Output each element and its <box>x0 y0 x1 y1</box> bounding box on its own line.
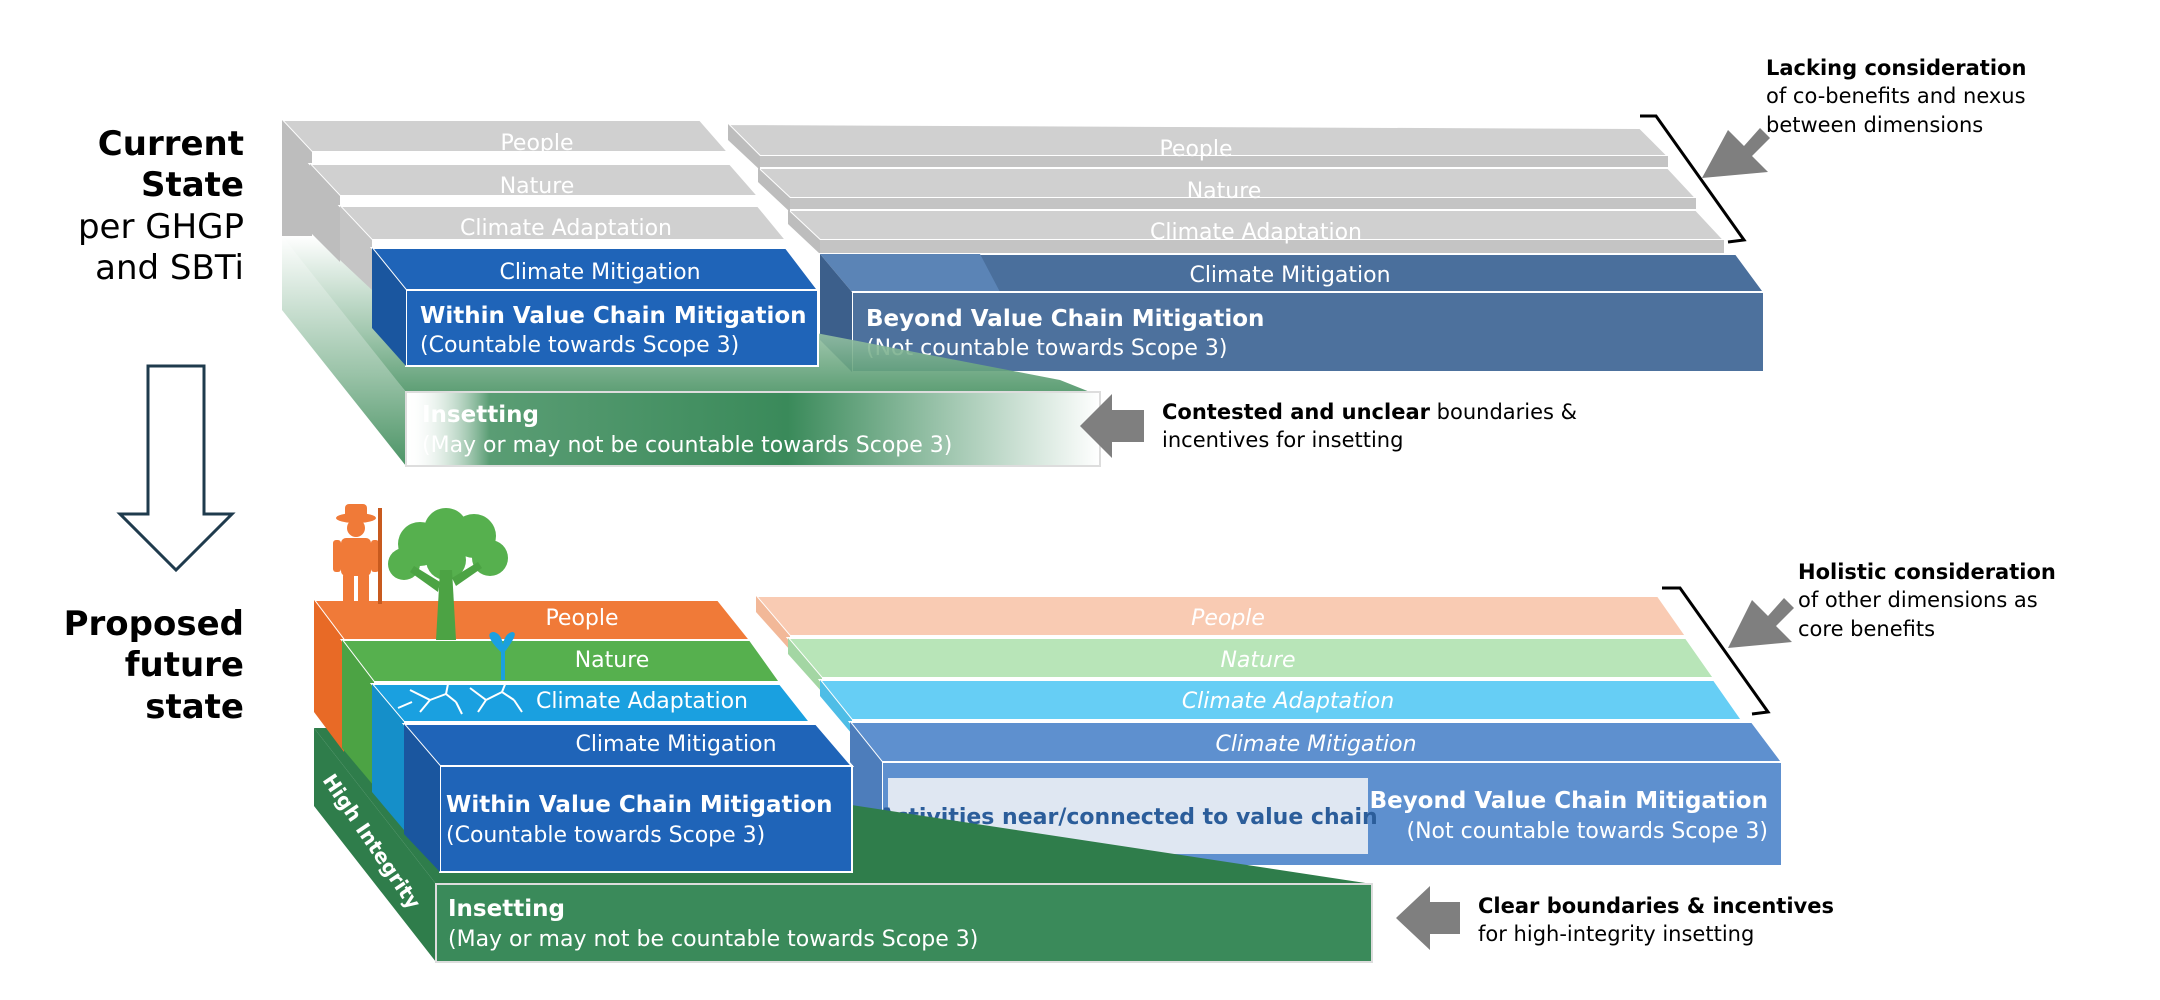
future-heading-line1: Proposed <box>63 604 244 644</box>
current-top-note-line2: of co-benefits and nexus <box>1766 84 2026 109</box>
future-insetting-note-line2: for high-integrity insetting <box>1478 922 1755 947</box>
future-left-adaptation-label: Climate Adaptation <box>536 689 748 714</box>
current-left-people-label: People <box>500 131 573 156</box>
current-bracket <box>1640 114 1747 244</box>
current-heading-line1: Current <box>97 124 244 164</box>
down-arrow-icon <box>116 364 236 573</box>
current-state-heading: Current State per GHGP and SBTi <box>40 124 244 290</box>
current-top-note-bold: Lacking consideration <box>1766 56 2027 80</box>
current-left-stack: Insetting (May or may not be countable t… <box>279 119 1101 467</box>
current-left-adaptation-label: Climate Adaptation <box>460 216 672 241</box>
current-right-mitigation-label: Climate Mitigation <box>1189 263 1390 288</box>
future-within-subtitle: (Countable towards Scope 3) <box>446 823 765 848</box>
current-heading-line3: per GHGP <box>77 206 244 247</box>
future-insetting-title: Insetting <box>448 896 565 922</box>
current-left-mitigation-label: Climate Mitigation <box>499 260 700 285</box>
current-right-adaptation-label: Climate Adaptation <box>1150 220 1362 245</box>
future-within-title: Within Value Chain Mitigation <box>446 792 833 818</box>
future-top-note-line2: of other dimensions as <box>1798 588 2038 613</box>
future-top-note-line3: core benefits <box>1798 616 1936 641</box>
future-state-heading: Proposed future state <box>40 604 244 728</box>
current-top-note: Lacking consideration of co-benefits and… <box>1766 54 2026 139</box>
tree-icon <box>388 508 508 640</box>
future-right-adaptation-label: Climate Adaptation <box>1182 689 1394 714</box>
current-right-stack: People Nature Climate Adaptation Climate… <box>725 122 1766 373</box>
current-beyond-title: Beyond Value Chain Mitigation <box>866 306 1264 332</box>
current-insetting-note-line2: incentives for insetting <box>1162 428 1404 453</box>
current-heading-line4: and SBTi <box>95 248 244 289</box>
current-right-nature-label: Nature <box>1187 179 1262 204</box>
pointer-arrow-icon <box>1080 394 1144 458</box>
current-within-title: Within Value Chain Mitigation <box>420 303 807 329</box>
future-top-note: Holistic consideration of other dimensio… <box>1798 558 2056 643</box>
future-left-mitigation-label: Climate Mitigation <box>575 732 776 757</box>
future-insetting-note-bold: Clear boundaries & incentives <box>1478 894 1834 918</box>
current-top-note-line3: between dimensions <box>1766 112 1984 137</box>
future-right-mitigation-label: Climate Mitigation <box>1215 732 1416 757</box>
current-right-people-label: People <box>1159 137 1232 162</box>
future-beyond-subtitle: (Not countable towards Scope 3) <box>1406 819 1768 844</box>
pointer-arrow-icon <box>1728 598 1794 648</box>
current-left-nature-label: Nature <box>500 174 575 199</box>
future-right-stack: Activities near/connected to value chain… <box>753 595 1784 867</box>
future-left-nature-label: Nature <box>575 648 650 673</box>
current-insetting-note: Contested and unclear boundaries & incen… <box>1162 398 1577 455</box>
roots-icon <box>397 681 523 715</box>
current-insetting-title: Insetting <box>422 402 539 428</box>
future-right-people-label: People <box>1191 606 1265 631</box>
future-heading-line3: state <box>145 686 244 727</box>
pointer-arrow-icon <box>1396 886 1460 950</box>
future-bracket <box>1662 586 1771 716</box>
future-insetting-subtitle: (May or may not be countable towards Sco… <box>448 927 978 952</box>
sprout-icon <box>489 632 515 680</box>
current-heading-line2: State <box>141 165 244 206</box>
farmer-icon <box>333 504 382 604</box>
current-within-subtitle: (Countable towards Scope 3) <box>420 333 739 358</box>
current-insetting-note-bold: Contested and unclear <box>1162 400 1430 424</box>
future-insetting-note: Clear boundaries & incentives for high-i… <box>1478 892 1834 949</box>
future-right-nature-label: Nature <box>1220 648 1295 673</box>
future-left-people-label: People <box>545 606 618 631</box>
current-insetting-subtitle: (May or may not be countable towards Sco… <box>422 433 952 458</box>
current-state-diagram: People Nature Climate Adaptation Climate… <box>279 114 1770 467</box>
future-beyond-title: Beyond Value Chain Mitigation <box>1370 788 1768 814</box>
current-insetting-note-rest: boundaries & <box>1429 400 1578 424</box>
future-heading-line2: future <box>124 645 244 686</box>
pointer-arrow-icon <box>1702 128 1770 178</box>
future-top-note-bold: Holistic consideration <box>1798 560 2056 584</box>
